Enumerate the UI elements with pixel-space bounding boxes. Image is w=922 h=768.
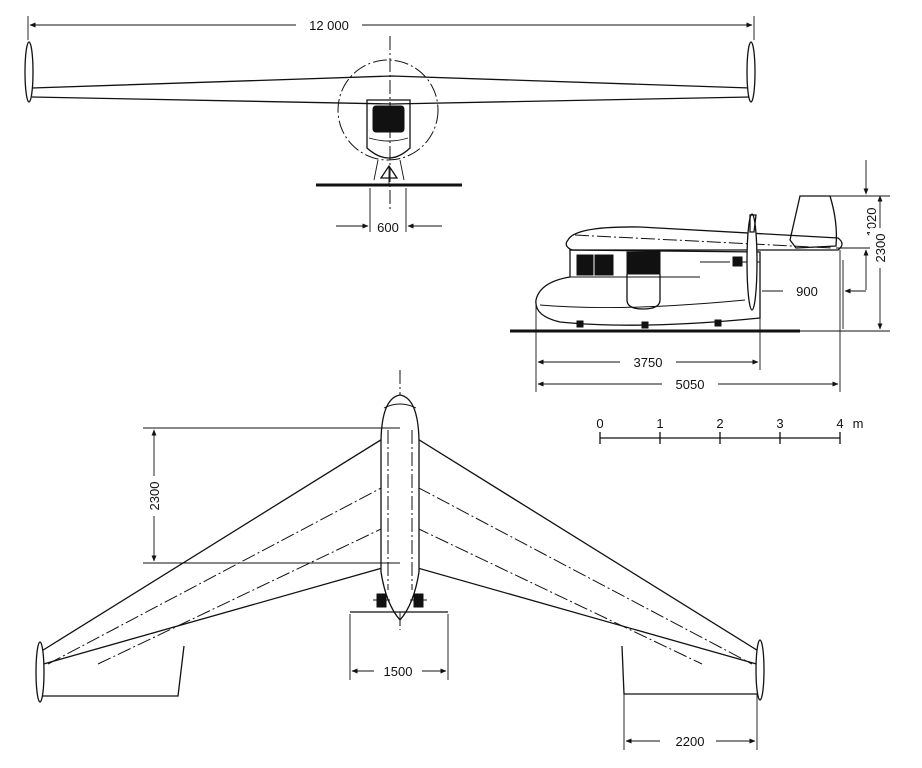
tip-chord-label: 2200 xyxy=(676,734,705,749)
side-tail-fin xyxy=(789,195,838,249)
length-to-prop-label: 3750 xyxy=(634,355,663,370)
scale-unit: m xyxy=(853,416,864,431)
right-tip-panel xyxy=(621,645,761,695)
left-wingtip-fin xyxy=(24,41,34,103)
plan-view: 2300 1500 2200 xyxy=(35,370,765,750)
side-fuselage xyxy=(535,249,761,326)
front-windscreen xyxy=(372,105,405,133)
total-height-dimension: 2300 xyxy=(870,195,890,330)
side-view: 1020 2300 900 3750 5050 xyxy=(510,160,890,392)
span-dim-label: 12 000 xyxy=(309,18,349,33)
scale-tick-1: 1 xyxy=(656,416,663,431)
scale-bar: 0 1 2 3 4 m xyxy=(596,416,863,444)
side-door xyxy=(626,274,661,310)
fin-height-dimension: 1020 xyxy=(830,160,890,290)
gear-track-dimension: 600 xyxy=(336,188,442,235)
plan-nacelle xyxy=(380,394,420,621)
engine xyxy=(732,256,743,267)
front-view: 12 000 600 xyxy=(24,16,756,235)
front-fuselage xyxy=(366,99,411,159)
overall-length-label: 5050 xyxy=(676,377,705,392)
side-window-2 xyxy=(594,254,614,276)
scale-tick-0: 0 xyxy=(596,416,603,431)
tip-chord-dimension: 2200 xyxy=(623,694,758,750)
prop-height-dimension: 900 xyxy=(762,260,866,329)
plan-landing-gear xyxy=(373,593,427,608)
scale-tick-4: 4 xyxy=(836,416,843,431)
front-wing xyxy=(31,75,751,105)
side-window-3 xyxy=(626,251,661,275)
sweep-dimension: 2300 xyxy=(143,427,400,564)
span-dimension: 12 000 xyxy=(27,16,755,40)
gear-track-label: 600 xyxy=(377,220,399,235)
plan-right-fin xyxy=(755,639,765,701)
nacelle-width-dimension: 1500 xyxy=(349,614,449,680)
side-window-1 xyxy=(576,254,594,276)
nacelle-width-label: 1500 xyxy=(384,664,413,679)
left-tip-panel xyxy=(39,645,185,697)
propeller-disc xyxy=(337,59,439,161)
scale-tick-3: 3 xyxy=(776,416,783,431)
overall-length-dimension: 5050 xyxy=(537,377,839,392)
scale-tick-2: 2 xyxy=(716,416,723,431)
side-wing xyxy=(565,226,843,251)
right-wingtip-fin xyxy=(746,41,756,103)
side-propeller xyxy=(746,213,758,311)
prop-height-label: 900 xyxy=(796,284,818,299)
side-landing-gear xyxy=(576,319,722,329)
total-height-label: 2300 xyxy=(873,234,888,263)
sweep-dim-label: 2300 xyxy=(147,482,162,511)
length-to-prop-dimension: 3750 xyxy=(537,355,759,370)
plan-left-fin xyxy=(35,641,45,703)
